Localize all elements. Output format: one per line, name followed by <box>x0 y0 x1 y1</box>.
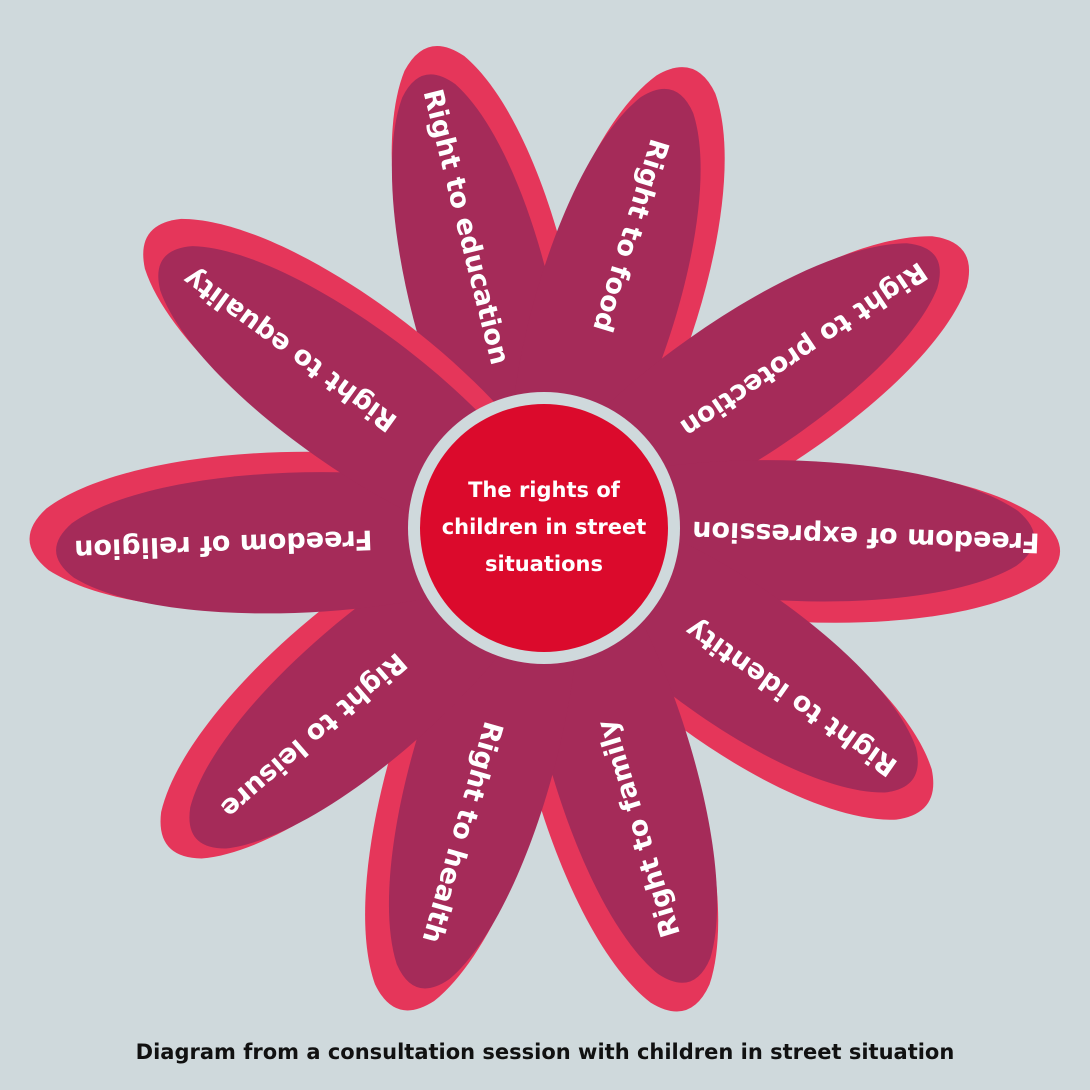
center-title-line-1: The rights of <box>468 478 621 502</box>
diagram-caption: Diagram from a consultation session with… <box>135 1040 955 1064</box>
center-title-line-2: children in street <box>442 515 647 539</box>
center-title-line-3: situations <box>485 552 603 576</box>
center-circle <box>420 404 668 652</box>
center-disc: The rights of children in street situati… <box>408 392 680 664</box>
